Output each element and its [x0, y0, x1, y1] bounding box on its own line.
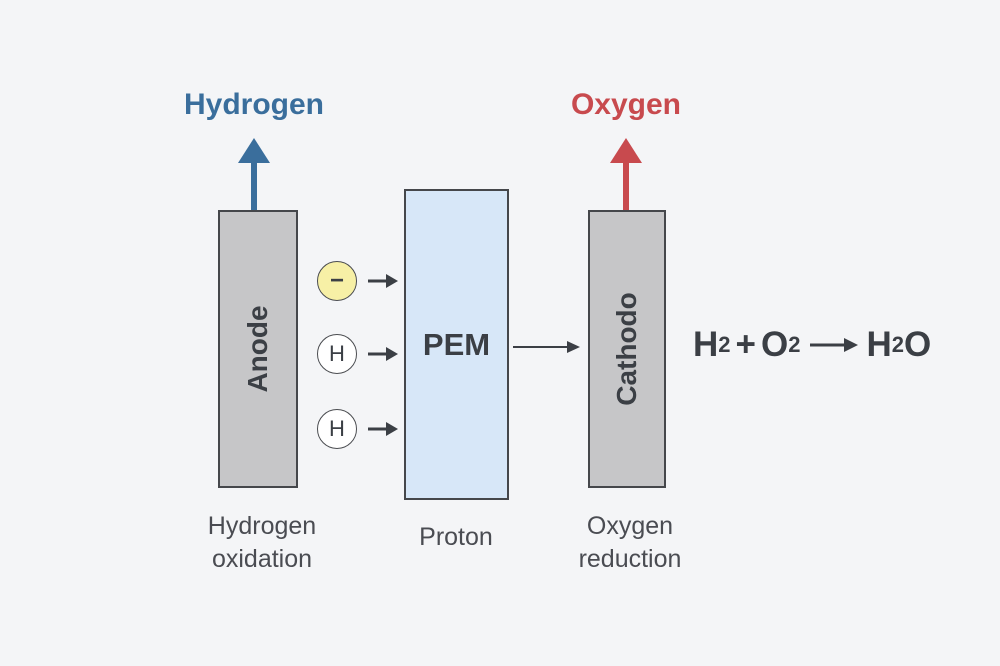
oxygen-arrow-head [610, 138, 642, 163]
equation-reactant-oxygen-subscript: 2 [788, 332, 801, 357]
hydrogen-label: Hydrogen [183, 88, 324, 121]
electron-arrow-head [386, 274, 398, 288]
anode-label: Anode [242, 305, 273, 393]
proton-particle: H [317, 334, 357, 374]
anode-electrode: Anode [218, 210, 298, 488]
proton-arrow-head-2 [386, 422, 398, 436]
oxygen-label: Oxygen [570, 88, 682, 121]
equation-plus: + [735, 325, 756, 364]
equation-reactant-oxygen: O [760, 325, 789, 364]
cathode-caption: Oxygen reduction [530, 510, 730, 576]
cathode-caption-line1: Oxygen [586, 512, 674, 540]
pem-membrane: PEM [404, 189, 509, 500]
anode-caption: Hydrogen oxidation [162, 510, 362, 576]
cathode-caption-line2: reduction [578, 545, 682, 573]
cathode-electrode: Cathodo [588, 210, 666, 488]
equation-product-hydrogen: H [866, 325, 892, 364]
anode-caption-line1: Hydrogen [207, 512, 317, 540]
electron-particle: − [317, 261, 357, 301]
hydrogen-arrow-head [238, 138, 270, 163]
equation-product-oxygen: O [904, 325, 932, 364]
equation-arrow-icon [810, 338, 859, 352]
pem-label: PEM [422, 327, 491, 362]
equation-reactant-hydrogen-subscript: 2 [718, 332, 731, 357]
membrane-caption: Proton [419, 523, 493, 551]
proton-arrow-head-1 [386, 347, 398, 361]
cathode-label: Cathodo [611, 292, 642, 406]
equation-product-subscript: 2 [891, 332, 904, 357]
proton-particle: H [317, 409, 357, 449]
anode-caption-line2: oxidation [211, 545, 313, 573]
membrane-to-cathode-arrow-head [567, 341, 580, 353]
equation-reactant-hydrogen: H [693, 325, 719, 364]
